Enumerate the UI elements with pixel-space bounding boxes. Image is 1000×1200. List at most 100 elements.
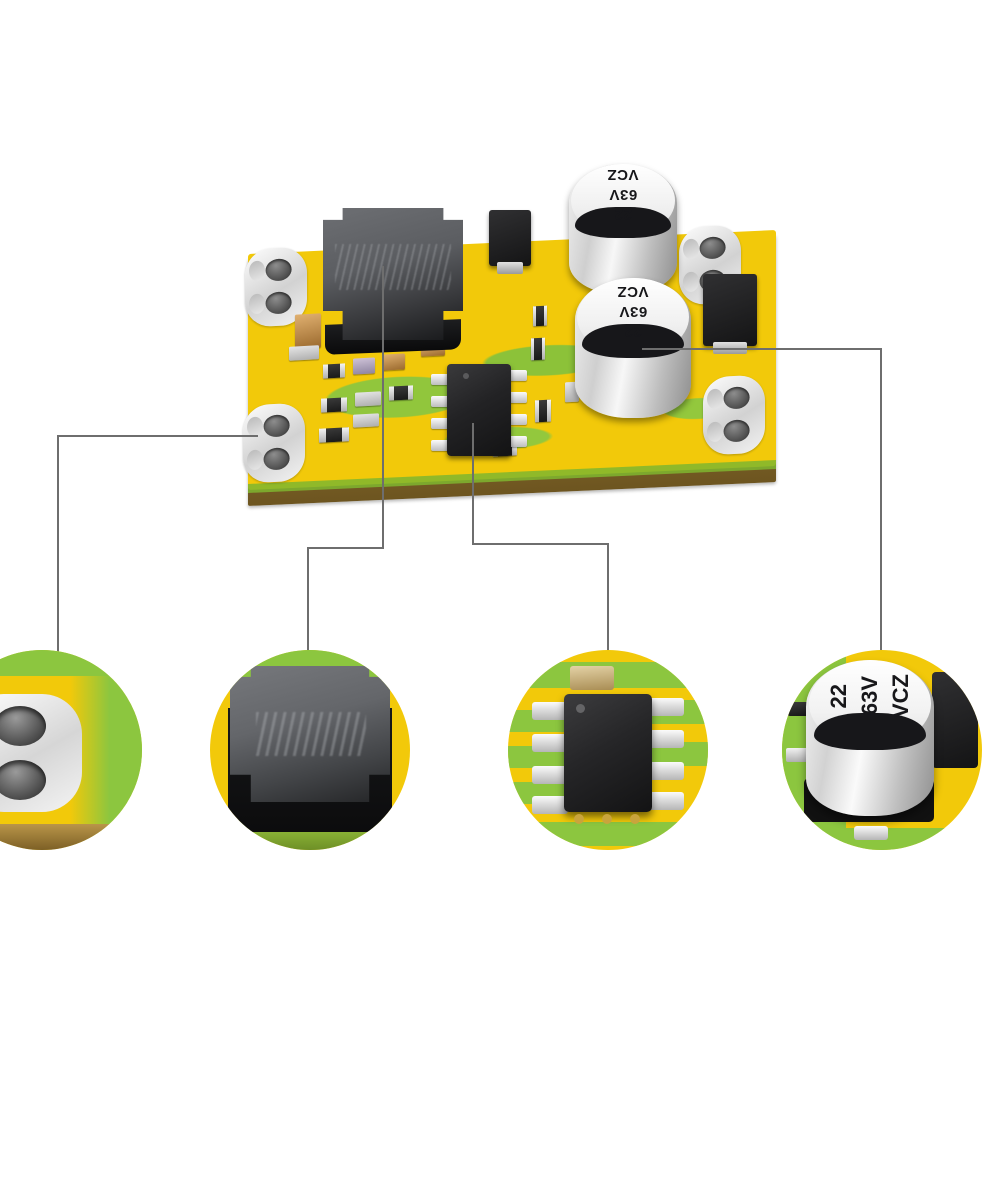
pad-notch: [249, 260, 265, 282]
detail-3-solder-pad: [648, 698, 684, 716]
detail-1-pad-hole: [0, 706, 46, 746]
callout-3-line-v1: [472, 423, 474, 545]
pad-notch: [683, 238, 699, 260]
pad-hole: [723, 386, 750, 410]
detail-3-ic-pin1-marker: [576, 704, 585, 713]
smd-resistor: [533, 305, 547, 327]
detail-3-solder-pad: [648, 762, 684, 780]
smd-component: [353, 413, 379, 428]
capacitor-can: 22 63V VCZ: [569, 164, 677, 294]
detail-3-smd-capacitor: [570, 666, 614, 690]
detail-1-pad: [0, 694, 82, 812]
inductor-body: [323, 208, 463, 340]
smd-resistor: [319, 427, 349, 443]
callout-2-line-v1: [382, 266, 384, 548]
detail-3-content: [508, 650, 708, 850]
smd-resistor: [389, 385, 413, 401]
detail-4-solder-pad: [854, 826, 888, 840]
callout-2-line-v2: [307, 547, 309, 651]
detail-4-brand: VCZ: [888, 673, 913, 718]
pad-notch: [707, 421, 723, 443]
smd-resistor: [323, 363, 345, 379]
detail-1-copper-pour: [70, 650, 142, 850]
power-inductor: [323, 208, 463, 355]
capacitor-brand: VCZ: [617, 283, 649, 301]
detail-4-capacitor-markings: 22 63V VCZ: [806, 666, 934, 725]
pad-hole: [263, 447, 290, 471]
callout-3-line-h1: [472, 543, 609, 545]
smd-resistor: [321, 397, 347, 413]
pad-hole: [699, 236, 726, 260]
detail-4-capacitor-can: 22 63V VCZ: [806, 660, 934, 816]
callout-4-line-h1: [642, 348, 882, 350]
detail-3-copper-pour: [508, 822, 708, 846]
callout-3-line-v2: [607, 543, 609, 651]
mounting-pad-bottom-left: [243, 402, 305, 484]
pad-hole: [265, 258, 292, 282]
inductor-surface-texture: [335, 244, 451, 290]
detail-4-voltage: 63V: [857, 676, 882, 716]
smd-capacitor: [353, 357, 375, 375]
detail-2-inductor-texture: [256, 712, 366, 756]
smd-component: [289, 345, 319, 361]
detail-3-solder-pad: [532, 734, 568, 752]
pad-hole: [265, 291, 292, 315]
capacitor-brand: VCZ: [607, 166, 639, 184]
ic-pin: [509, 414, 527, 425]
smd-capacitor: [383, 353, 405, 371]
smd-component: [355, 391, 381, 407]
detail-3-solder-pad: [648, 730, 684, 748]
pad-notch: [249, 293, 265, 315]
detail-4-diode: [932, 672, 978, 768]
pad-notch: [707, 388, 723, 410]
capacitor-vent: [581, 324, 685, 358]
detail-3-via: [630, 814, 640, 824]
detail-3-solder-pad: [532, 702, 568, 720]
detail-1-content: [0, 650, 142, 850]
capacitor-voltage: 63V: [608, 186, 638, 204]
detail-3-solder-pad: [532, 796, 568, 814]
capacitor-capacitance: 22: [624, 323, 642, 341]
detail-3-solder-pad: [648, 792, 684, 810]
smd-inductor-bead: [295, 313, 321, 349]
detail-4-smd-resistor: [788, 702, 810, 716]
callout-1-line-h1: [57, 435, 258, 437]
callout-2-line-h1: [307, 547, 384, 549]
diode-right: [703, 274, 757, 354]
detail-4-content: 22 63V VCZ: [782, 650, 982, 850]
detail-3-via: [574, 814, 584, 824]
diode-terminal: [496, 262, 524, 274]
detail-4-capacitor-vent: [813, 713, 927, 751]
capacitor-markings: 22 63V VCZ: [597, 164, 649, 249]
detail-2-inductor-body: [230, 666, 390, 802]
ic-pin: [509, 436, 527, 447]
mounting-pad-bottom-right: [703, 374, 765, 456]
ic-pin1-marker: [463, 373, 469, 379]
ic-body: [447, 364, 511, 456]
capacitor-markings: 22 63V VCZ: [605, 278, 661, 370]
ic-pin: [431, 396, 449, 407]
pad-notch: [247, 449, 263, 471]
capacitor-can: 22 63V VCZ: [575, 278, 691, 418]
ic-pin: [431, 440, 449, 451]
detail-3-solder-pad: [532, 766, 568, 784]
detail-1-pad-hole: [0, 760, 46, 800]
detail-bubble-mounting-pad: [0, 650, 142, 850]
capacitor-capacitance: 22: [614, 206, 632, 224]
smd-resistor: [535, 399, 551, 423]
pad-hole: [263, 414, 290, 438]
smd-resistor: [531, 337, 545, 361]
ic-pin: [509, 392, 527, 403]
detail-4-capacitance: 22: [826, 683, 851, 709]
pad-hole: [723, 419, 750, 443]
capacitor-vent: [575, 206, 671, 239]
diode-top: [489, 210, 531, 274]
capacitor-upper: 22 63V VCZ: [562, 164, 684, 309]
ic-pin: [431, 418, 449, 429]
detail-bubble-capacitor: 22 63V VCZ: [782, 650, 982, 850]
callout-4-line-v1: [880, 348, 882, 651]
capacitor-lower: 22 63V VCZ: [568, 278, 698, 434]
detail-1-substrate-edge: [0, 824, 142, 850]
callout-1-line-v1: [57, 435, 59, 653]
